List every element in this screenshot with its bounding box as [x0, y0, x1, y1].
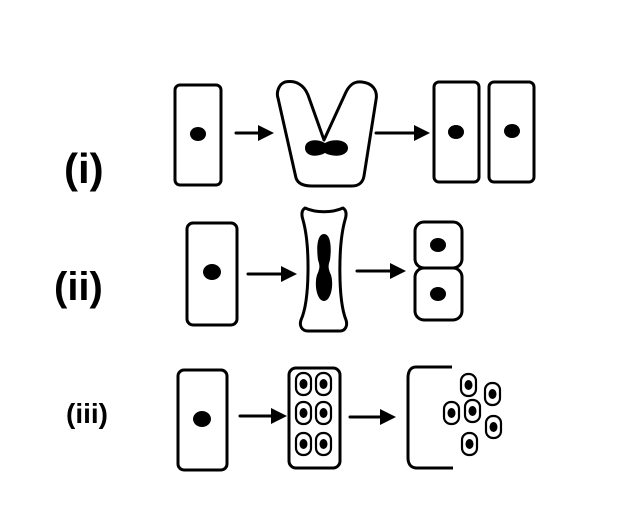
released-spores [442, 372, 503, 457]
ruptured-cell [406, 365, 453, 470]
row-label-ii: (ii) [54, 265, 103, 309]
arrow-icon [246, 266, 297, 282]
arrow-icon [348, 409, 396, 425]
row-label-i: (i) [64, 145, 104, 192]
arrow-icon [238, 408, 287, 424]
nucleus [203, 264, 221, 280]
dividing-nucleus [305, 140, 348, 156]
nucleus [430, 287, 446, 301]
nucleus [430, 238, 446, 252]
arrow-icon [374, 125, 430, 141]
row-iii [176, 365, 503, 472]
nucleus [193, 411, 211, 427]
arrow-icon [355, 263, 406, 279]
arrow-icon [234, 125, 274, 141]
row-i [173, 80, 536, 188]
spore-cluster [294, 371, 333, 457]
dividing-cell-i [275, 80, 378, 188]
dividing-nucleus [315, 234, 333, 301]
nucleus [190, 127, 206, 141]
nucleus [448, 125, 464, 139]
nucleus [504, 124, 520, 138]
row-ii [185, 206, 464, 333]
row-label-iii: (iii) [66, 398, 108, 429]
